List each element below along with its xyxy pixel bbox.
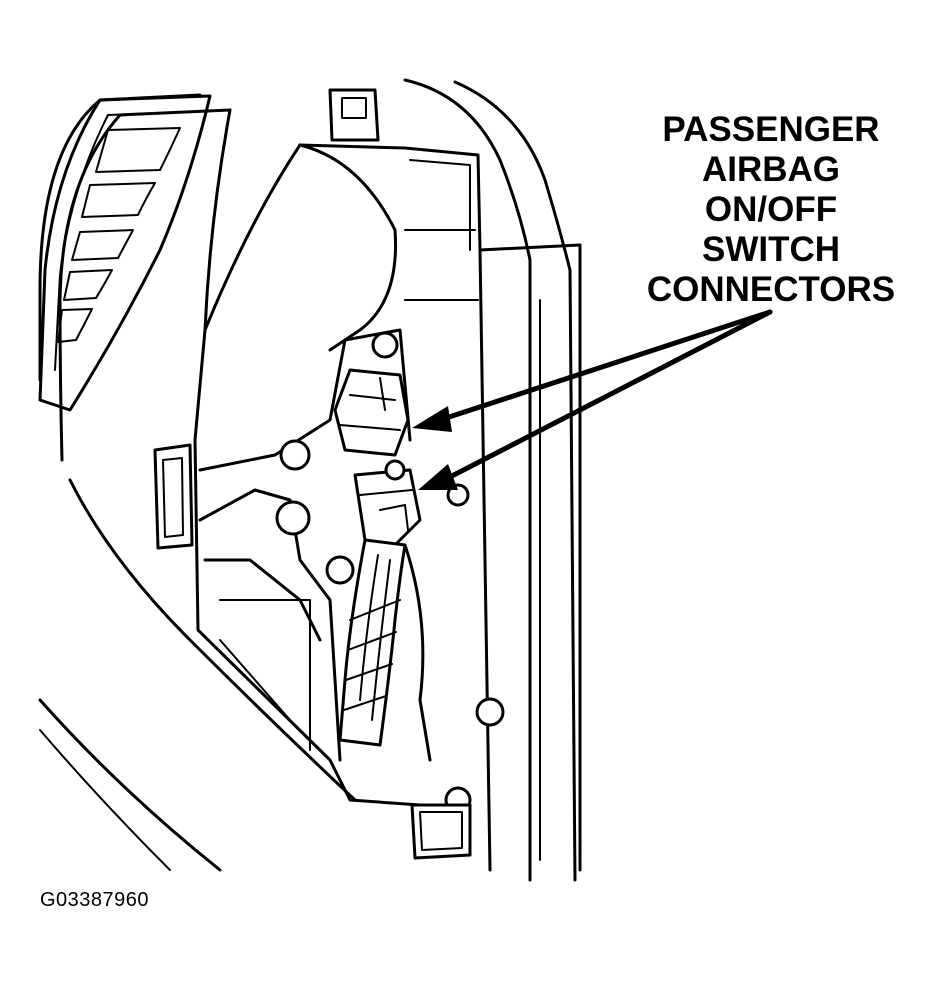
callout-line-4: SWITCH bbox=[701, 230, 841, 269]
airbag-switch-connector-lower bbox=[353, 459, 422, 547]
trim-panel bbox=[193, 88, 482, 807]
callout-label: PASSENGER AIRBAG ON/OFF SWITCH CONNECTOR… bbox=[640, 110, 902, 310]
dash-outline bbox=[38, 93, 357, 872]
callout-leader-arrows bbox=[412, 309, 773, 490]
callout-line-2: AIRBAG bbox=[701, 150, 841, 189]
retaining-clip-bottom bbox=[410, 803, 472, 860]
air-vent bbox=[38, 94, 212, 412]
callout-line-3: ON/OFF bbox=[704, 190, 838, 229]
door-frame bbox=[403, 78, 582, 882]
wiring-harness bbox=[338, 538, 432, 762]
callout-line-1: PASSENGER bbox=[662, 110, 880, 149]
callout-line-5: CONNECTORS bbox=[646, 270, 896, 309]
figure-id: G03387960 bbox=[40, 889, 150, 911]
bolts bbox=[275, 331, 505, 814]
airbag-switch-connector-upper bbox=[333, 368, 410, 457]
retaining-clip-left bbox=[153, 443, 194, 550]
